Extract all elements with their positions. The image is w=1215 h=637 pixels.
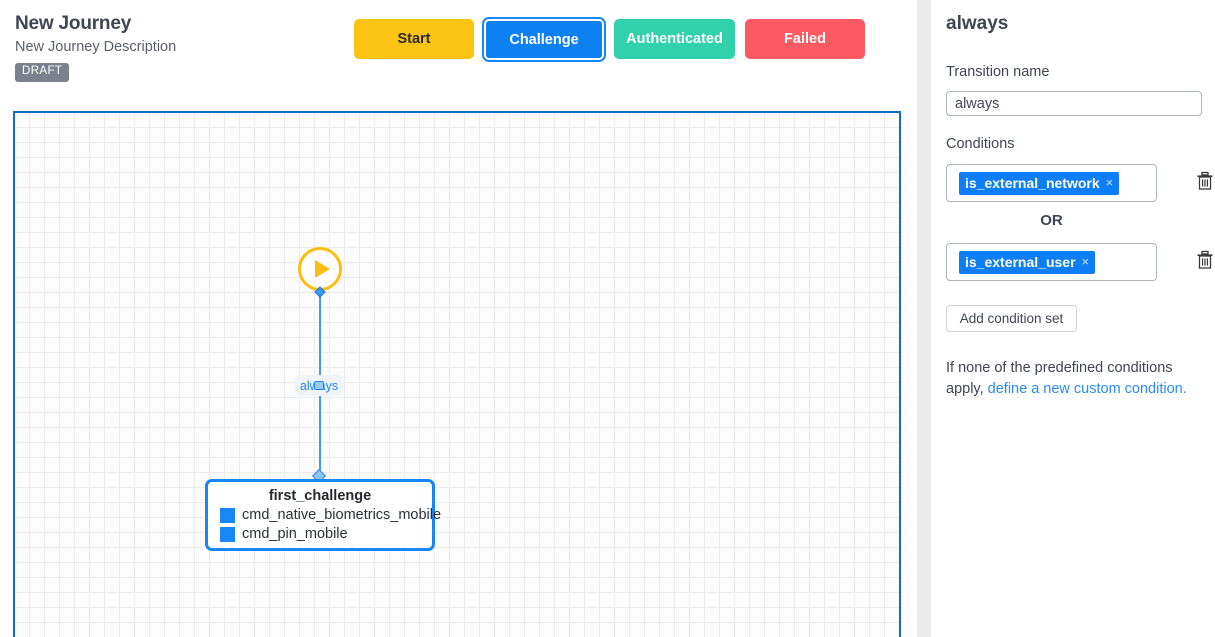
trash-icon: [1197, 250, 1213, 269]
hint-prefix: If none of the predefined conditions app…: [946, 360, 1173, 397]
condition-chip-label: is_external_network: [965, 174, 1100, 191]
state-button-group: Start Challenge Authenticated Failed: [354, 17, 865, 62]
node-title: first_challenge: [268, 488, 372, 504]
state-button-start[interactable]: Start: [354, 19, 474, 59]
trash-icon: [1197, 171, 1213, 190]
flow-edges-layer: [319, 293, 321, 475]
node-item-label: cmd_native_biometrics_mobile: [242, 507, 442, 523]
transition-name-label: Transition name: [946, 64, 1050, 80]
condition-set-box[interactable]: is_external_user ×: [946, 243, 1157, 281]
panel-resizer[interactable]: [917, 0, 931, 637]
condition-chip-label: is_external_user: [965, 253, 1076, 270]
or-divider-label: OR: [1040, 212, 1063, 229]
condition-set-box[interactable]: is_external_network ×: [946, 164, 1157, 202]
delete-condition-set-button[interactable]: [1195, 171, 1215, 193]
condition-set-row: is_external_user ×: [946, 243, 1215, 281]
condition-chip[interactable]: is_external_network ×: [959, 171, 1120, 195]
canvas-grid: [15, 113, 899, 637]
start-node[interactable]: [298, 247, 342, 291]
page-subtitle: New Journey Description: [15, 39, 177, 55]
define-custom-condition-link[interactable]: define a new custom condition.: [987, 381, 1187, 397]
flow-node-first-challenge[interactable]: first_challenge cmd_native_biometrics_mo…: [205, 479, 441, 551]
node-item[interactable]: cmd_native_biometrics_mobile: [208, 507, 441, 523]
status-badge: DRAFT: [15, 63, 70, 82]
edge-selection-handle[interactable]: [314, 381, 324, 390]
node-item-label: cmd_pin_mobile: [242, 526, 348, 542]
condition-set-row: is_external_network ×: [946, 164, 1215, 202]
play-icon: [315, 260, 330, 278]
state-button-failed[interactable]: Failed: [745, 19, 865, 59]
close-icon[interactable]: ×: [1081, 254, 1090, 269]
flow-canvas[interactable]: always first_challenge cmd_native_biomet…: [13, 111, 901, 637]
checkbox-icon: [220, 526, 235, 542]
add-condition-set-button[interactable]: Add condition set: [946, 305, 1077, 332]
conditions-label: Conditions: [946, 136, 1015, 152]
main-area: New Journey New Journey Description DRAF…: [0, 0, 915, 637]
custom-condition-hint: If none of the predefined conditions app…: [946, 358, 1198, 400]
close-icon[interactable]: ×: [1105, 175, 1114, 190]
panel-title: always: [946, 13, 1009, 34]
page-title: New Journey: [15, 13, 132, 34]
checkbox-icon: [220, 507, 235, 523]
state-button-authenticated[interactable]: Authenticated: [614, 19, 735, 59]
delete-condition-set-button[interactable]: [1195, 250, 1215, 272]
condition-chip[interactable]: is_external_user ×: [959, 250, 1096, 274]
state-button-challenge[interactable]: Challenge: [482, 17, 606, 62]
transition-name-input[interactable]: [946, 91, 1202, 116]
node-item[interactable]: cmd_pin_mobile: [208, 526, 432, 542]
journey-header: New Journey New Journey Description DRAF…: [0, 0, 915, 96]
